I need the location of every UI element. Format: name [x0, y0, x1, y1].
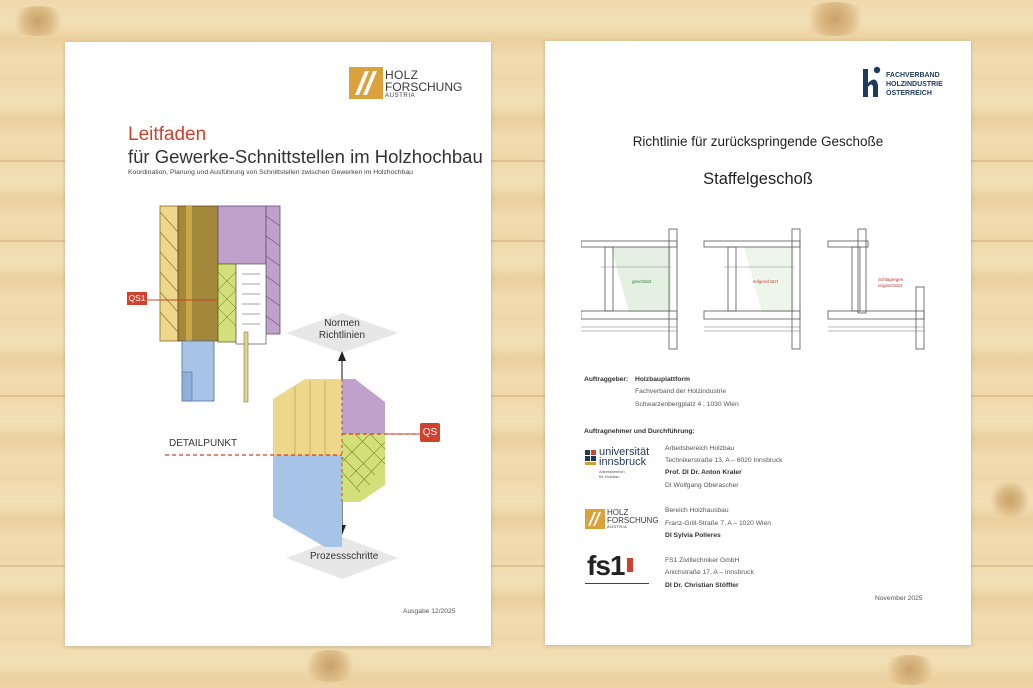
page-title: Richtlinie für zurückspringende Geschoße — [632, 134, 884, 149]
label-prozessschritte: Prozessschritte — [310, 551, 379, 562]
wood-knot — [800, 2, 870, 36]
uni-line-4: DI Wolfgang Oberascher — [665, 482, 739, 489]
wood-knot — [990, 480, 1030, 520]
label-detailpunkt: DETAILPUNKT — [169, 438, 238, 449]
uni-logo-line-4: für Holzbau — [599, 474, 620, 479]
label-qs1: QS1 — [127, 292, 147, 305]
client-name: Holzbauplattform — [635, 376, 690, 383]
hfa-logo-line-1: HOLZ — [607, 508, 629, 517]
logo-text-austria: AUSTRIA — [385, 93, 416, 99]
diagram-label-schlagregen: Schlagregen — [878, 277, 904, 282]
wood-grain — [0, 240, 1033, 242]
fs1-logo-accent — [627, 558, 633, 572]
client-label: Auftraggeber: — [584, 376, 629, 383]
hfa-logo-line-2: FORSCHUNG — [607, 516, 659, 525]
uni-logo-line-1: universität — [599, 446, 650, 458]
uni-logo-line-3: Arbeitsbereich — [599, 469, 625, 474]
logo-text-holz: HOLZ — [385, 68, 419, 82]
diagram-label-teilgeschuetzt: teilgeschützt — [753, 279, 779, 284]
contractors-label: Auftragnehmer und Durchführung: — [584, 428, 695, 435]
label-richtlinien: Richtlinien — [318, 330, 366, 341]
diagram-label-geschuetzt: geschützt — [632, 279, 652, 284]
wood-grain — [0, 160, 1033, 162]
section-diagrams — [581, 228, 925, 350]
wood-knot — [8, 6, 68, 36]
right-document-cover: FACHVERBAND HOLZINDUSTRIE ÖSTERREICH Ric… — [545, 41, 971, 645]
uni-innsbruck-logo-mark — [585, 450, 596, 465]
wood-grain — [0, 565, 1033, 567]
diagram-geschuetzt — [581, 228, 678, 350]
left-document-cover: HOLZ FORSCHUNG AUSTRIA Leitfaden für Gew… — [65, 42, 491, 646]
holzforschung-logo-mark — [349, 67, 383, 99]
logo-text-oesterreich: ÖSTERREICH — [886, 90, 932, 97]
hfa-line-2: Franz-Grill-Straße 7, A – 1020 Wien — [665, 520, 771, 527]
hfa-line-1: Bereich Holzhausbau — [665, 507, 729, 514]
wood-knot — [300, 650, 360, 682]
diagram-teilgeschuetzt — [703, 228, 801, 350]
fs1-line-2: Anichstraße 17, A – Innsbruck — [665, 569, 754, 576]
client-line-2: Fachverband der Holzindustrie — [635, 388, 727, 395]
hfa-line-3: DI Sylvia Polleres — [665, 532, 721, 539]
holzforschung-logo-mark-small — [585, 509, 605, 529]
fs1-logo: fs1 — [587, 550, 625, 581]
page-title: für Gewerke-Schnittstellen im Holzhochba… — [128, 146, 483, 167]
page-subtitle: Koordination, Planung und Ausführung von… — [128, 169, 413, 176]
page-subtitle: Staffelgeschoß — [703, 170, 813, 188]
uni-logo-line-2: innsbruck — [599, 456, 647, 468]
logo-text-forschung: FORSCHUNG — [385, 80, 463, 94]
wood-grain — [0, 395, 1033, 397]
fs1-logo-underline — [585, 583, 649, 584]
uni-line-2: Technikerstraße 13, A – 6020 Innsbruck — [665, 457, 783, 464]
wood-knot — [880, 655, 940, 685]
logo-text-fachverband: FACHVERBAND — [886, 72, 940, 79]
hfa-logo-line-3: AUSTRIA — [607, 524, 628, 529]
uni-line-1: Arbeitsbereich Holzbau — [665, 445, 735, 452]
uni-line-3: Prof. DI Dr. Anton Kraler — [665, 469, 742, 476]
process-diagram — [165, 313, 420, 579]
diagram-ungeschuetzt — [827, 228, 925, 350]
diagram-label-ungeschuetzt: ungeschützt — [878, 283, 903, 288]
label-qs: QS — [420, 423, 440, 442]
logo-text-holzindustrie: HOLZINDUSTRIE — [886, 81, 943, 88]
fachverband-logo-mark — [863, 66, 881, 97]
edition-label: Ausgabe 12/2025 — [403, 608, 456, 615]
label-normen: Normen — [324, 318, 360, 329]
fs1-line-3: DI Dr. Christian Stöffler — [665, 582, 739, 589]
date-label: November 2025 — [875, 595, 923, 602]
title-leitfaden: Leitfaden — [128, 124, 207, 145]
client-line-3: Schwarzenbergplatz 4 , 1030 Wien — [635, 401, 739, 408]
construction-detail-drawing — [140, 205, 281, 403]
fs1-line-1: FS1 Ziviltechniker GmbH — [665, 557, 740, 564]
